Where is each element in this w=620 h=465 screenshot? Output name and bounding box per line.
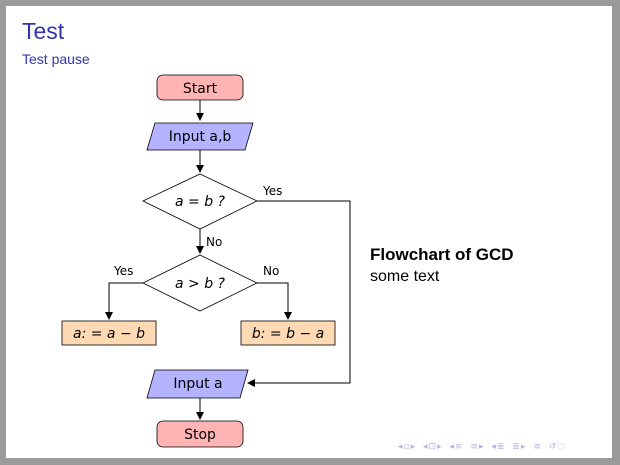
process-a-label: a: = a − b <box>73 326 145 342</box>
caption-text: some text <box>370 268 440 285</box>
decision2-no-label: No <box>263 264 279 278</box>
caption-title: Flowchart of GCD <box>370 245 514 264</box>
flowchart-caption: Flowchart of GCD some text <box>370 244 514 288</box>
nav-search-icon[interactable]: ↺◌ <box>548 442 567 452</box>
stop-label: Stop <box>184 427 216 443</box>
decision2-node <box>142 254 258 312</box>
edge-decision2-yes <box>105 282 143 320</box>
decision1-label: a = b ? <box>175 194 226 210</box>
start-node <box>156 74 244 101</box>
nav-next-section-icon[interactable]: ≣▸ <box>512 442 527 452</box>
input-a-label: Input a <box>173 376 222 392</box>
decision1-node <box>142 173 258 230</box>
process-b-node <box>240 320 336 346</box>
start-label: Start <box>183 81 218 97</box>
nav-next-frame-icon[interactable]: ◂⊡▸ <box>423 442 443 452</box>
input-ab-node <box>146 122 254 151</box>
stop-node <box>156 420 244 448</box>
edge-decision1-yes <box>247 200 351 387</box>
slide-subtitle: Test pause <box>22 51 90 67</box>
process-b-label: b: = b − a <box>252 326 324 342</box>
decision2-label: a > b ? <box>175 276 226 292</box>
decision2-yes-label: Yes <box>113 264 133 278</box>
nav-next-subsection-icon[interactable]: ≡▸ <box>470 442 485 452</box>
input-ab-label: Input a,b <box>169 129 232 145</box>
nav-document-icon[interactable]: ≡ <box>533 442 542 452</box>
decision1-no-label: No <box>206 235 222 249</box>
nav-prev-subsection-icon[interactable]: ◂≡ <box>449 442 464 452</box>
nav-prev-section-icon[interactable]: ◂≣ <box>491 442 506 452</box>
beamer-navigation-bar: ◂▫▸ ◂⊡▸ ◂≡ ≡▸ ◂≣ ≣▸ ≡ ↺◌ <box>398 442 569 454</box>
decision1-yes-label: Yes <box>262 184 282 198</box>
input-a-node <box>146 369 249 399</box>
slide-title: Test <box>22 18 65 44</box>
gcd-flowchart: Start Input a,b a = b ? Yes No a > b ? Y… <box>61 74 351 448</box>
process-a-node <box>61 320 157 346</box>
slide: Test Test pause Start Input a,b a = b ? … <box>6 6 612 458</box>
nav-prev-frame-icon[interactable]: ◂▫▸ <box>398 442 417 452</box>
edge-decision2-no <box>257 282 292 320</box>
